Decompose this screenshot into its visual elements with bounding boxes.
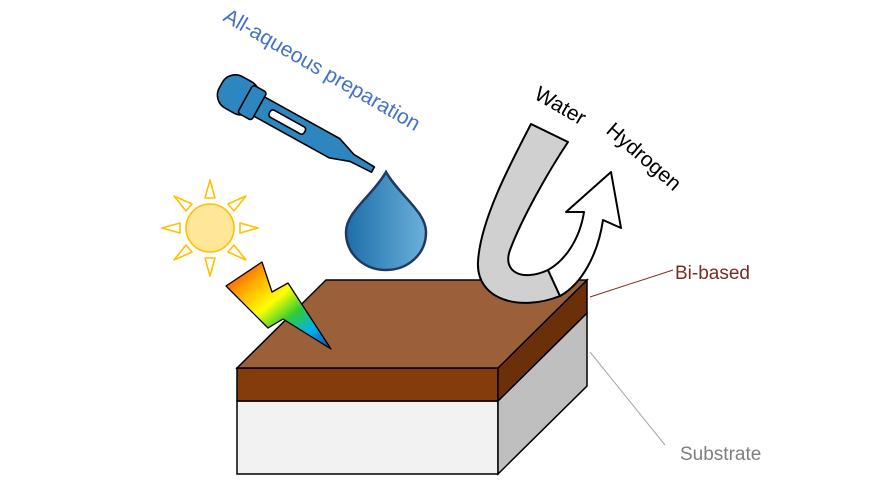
hydrogen-arrow-icon <box>547 171 622 297</box>
sun-icon <box>161 179 259 277</box>
droplet-icon <box>344 169 428 272</box>
substrate-leader-line <box>589 351 666 446</box>
substrate-front-face <box>236 400 499 475</box>
water-label: Water <box>531 82 590 130</box>
film-front-face <box>236 367 499 402</box>
film-label: Bi-based <box>675 263 750 284</box>
hydrogen-label: Hydrogen <box>602 118 686 195</box>
dropper-icon <box>216 74 376 173</box>
film-leader-line <box>589 269 674 298</box>
substrate-label: Substrate <box>680 444 761 465</box>
lightning-icon <box>225 261 332 350</box>
